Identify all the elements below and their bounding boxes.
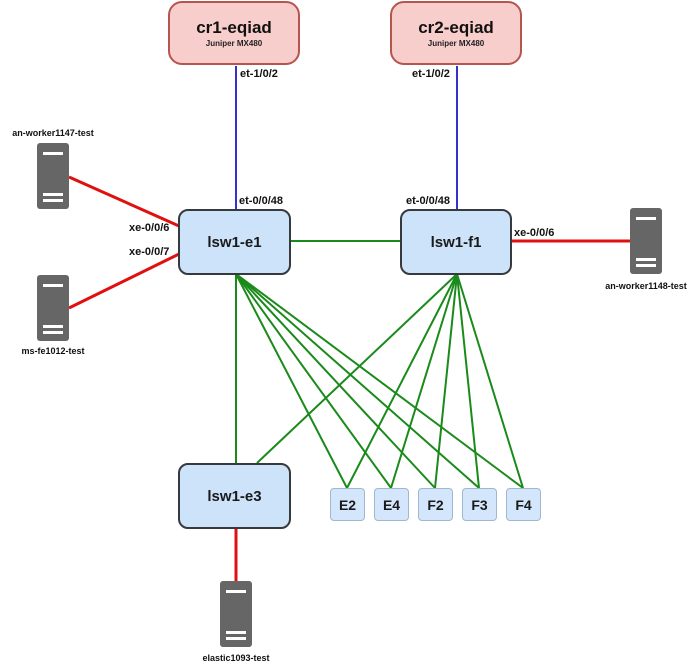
switch-lsw1-e1[interactable]: lsw1-e1 <box>178 209 291 275</box>
port-F2[interactable]: F2 <box>418 488 453 521</box>
switch-port-label-f1: et-0/0/48 <box>406 195 451 207</box>
server-icon[interactable] <box>37 143 69 209</box>
switch-name: lsw1-f1 <box>430 233 482 251</box>
switch-port-label-e1: et-0/0/48 <box>239 195 284 207</box>
uplink-label-cr1: et-1/0/2 <box>240 68 278 80</box>
server-icon[interactable] <box>220 581 252 647</box>
link-f1-F2 <box>434 273 458 489</box>
host-name-elastic1093: elastic1093-test <box>202 653 270 663</box>
host-name-ms-fe1012: ms-fe1012-test <box>21 346 85 356</box>
link-f1-F3 <box>456 273 480 489</box>
port-E4[interactable]: E4 <box>374 488 409 521</box>
link-ms-fe1012 <box>68 252 180 310</box>
switch-lsw1-e3[interactable]: lsw1-e3 <box>178 463 291 529</box>
port-E2[interactable]: E2 <box>330 488 365 521</box>
host-port-label-an-worker1148: xe-0/0/6 <box>514 227 555 239</box>
port-F4[interactable]: F4 <box>506 488 541 521</box>
router-name: cr1-eqiad <box>196 18 272 37</box>
link-f1-E4 <box>390 273 458 489</box>
link-an-worker1147 <box>68 175 180 228</box>
link-e1-E2 <box>235 273 348 489</box>
router-cr1-eqiad[interactable]: cr1-eqiad Juniper MX480 <box>168 1 300 65</box>
switch-lsw1-f1[interactable]: lsw1-f1 <box>400 209 512 275</box>
switch-name: lsw1-e3 <box>207 487 262 505</box>
link-e1-F3 <box>235 273 480 489</box>
link-f1-F4 <box>456 273 524 489</box>
uplink-label-cr2: et-1/0/2 <box>412 68 450 80</box>
server-icon[interactable] <box>37 275 69 341</box>
host-port-label-ms-fe1012: xe-0/0/7 <box>129 246 170 258</box>
router-model: Juniper MX480 <box>205 39 263 48</box>
link-f1-E2 <box>346 273 458 489</box>
port-F3[interactable]: F3 <box>462 488 497 521</box>
link-e1-E4 <box>235 273 392 489</box>
link-f1-e3 <box>256 273 458 464</box>
router-name: cr2-eqiad <box>418 18 494 37</box>
router-cr2-eqiad[interactable]: cr2-eqiad Juniper MX480 <box>390 1 522 65</box>
host-name-an-worker1148: an-worker1148-test <box>605 281 687 291</box>
host-name-an-worker1147: an-worker1147-test <box>12 128 94 138</box>
server-icon[interactable] <box>630 208 662 274</box>
host-port-label-an-worker1147: xe-0/0/6 <box>129 222 170 234</box>
switch-name: lsw1-e1 <box>207 233 262 251</box>
link-e1-F4 <box>235 273 524 489</box>
router-model: Juniper MX480 <box>427 39 485 48</box>
